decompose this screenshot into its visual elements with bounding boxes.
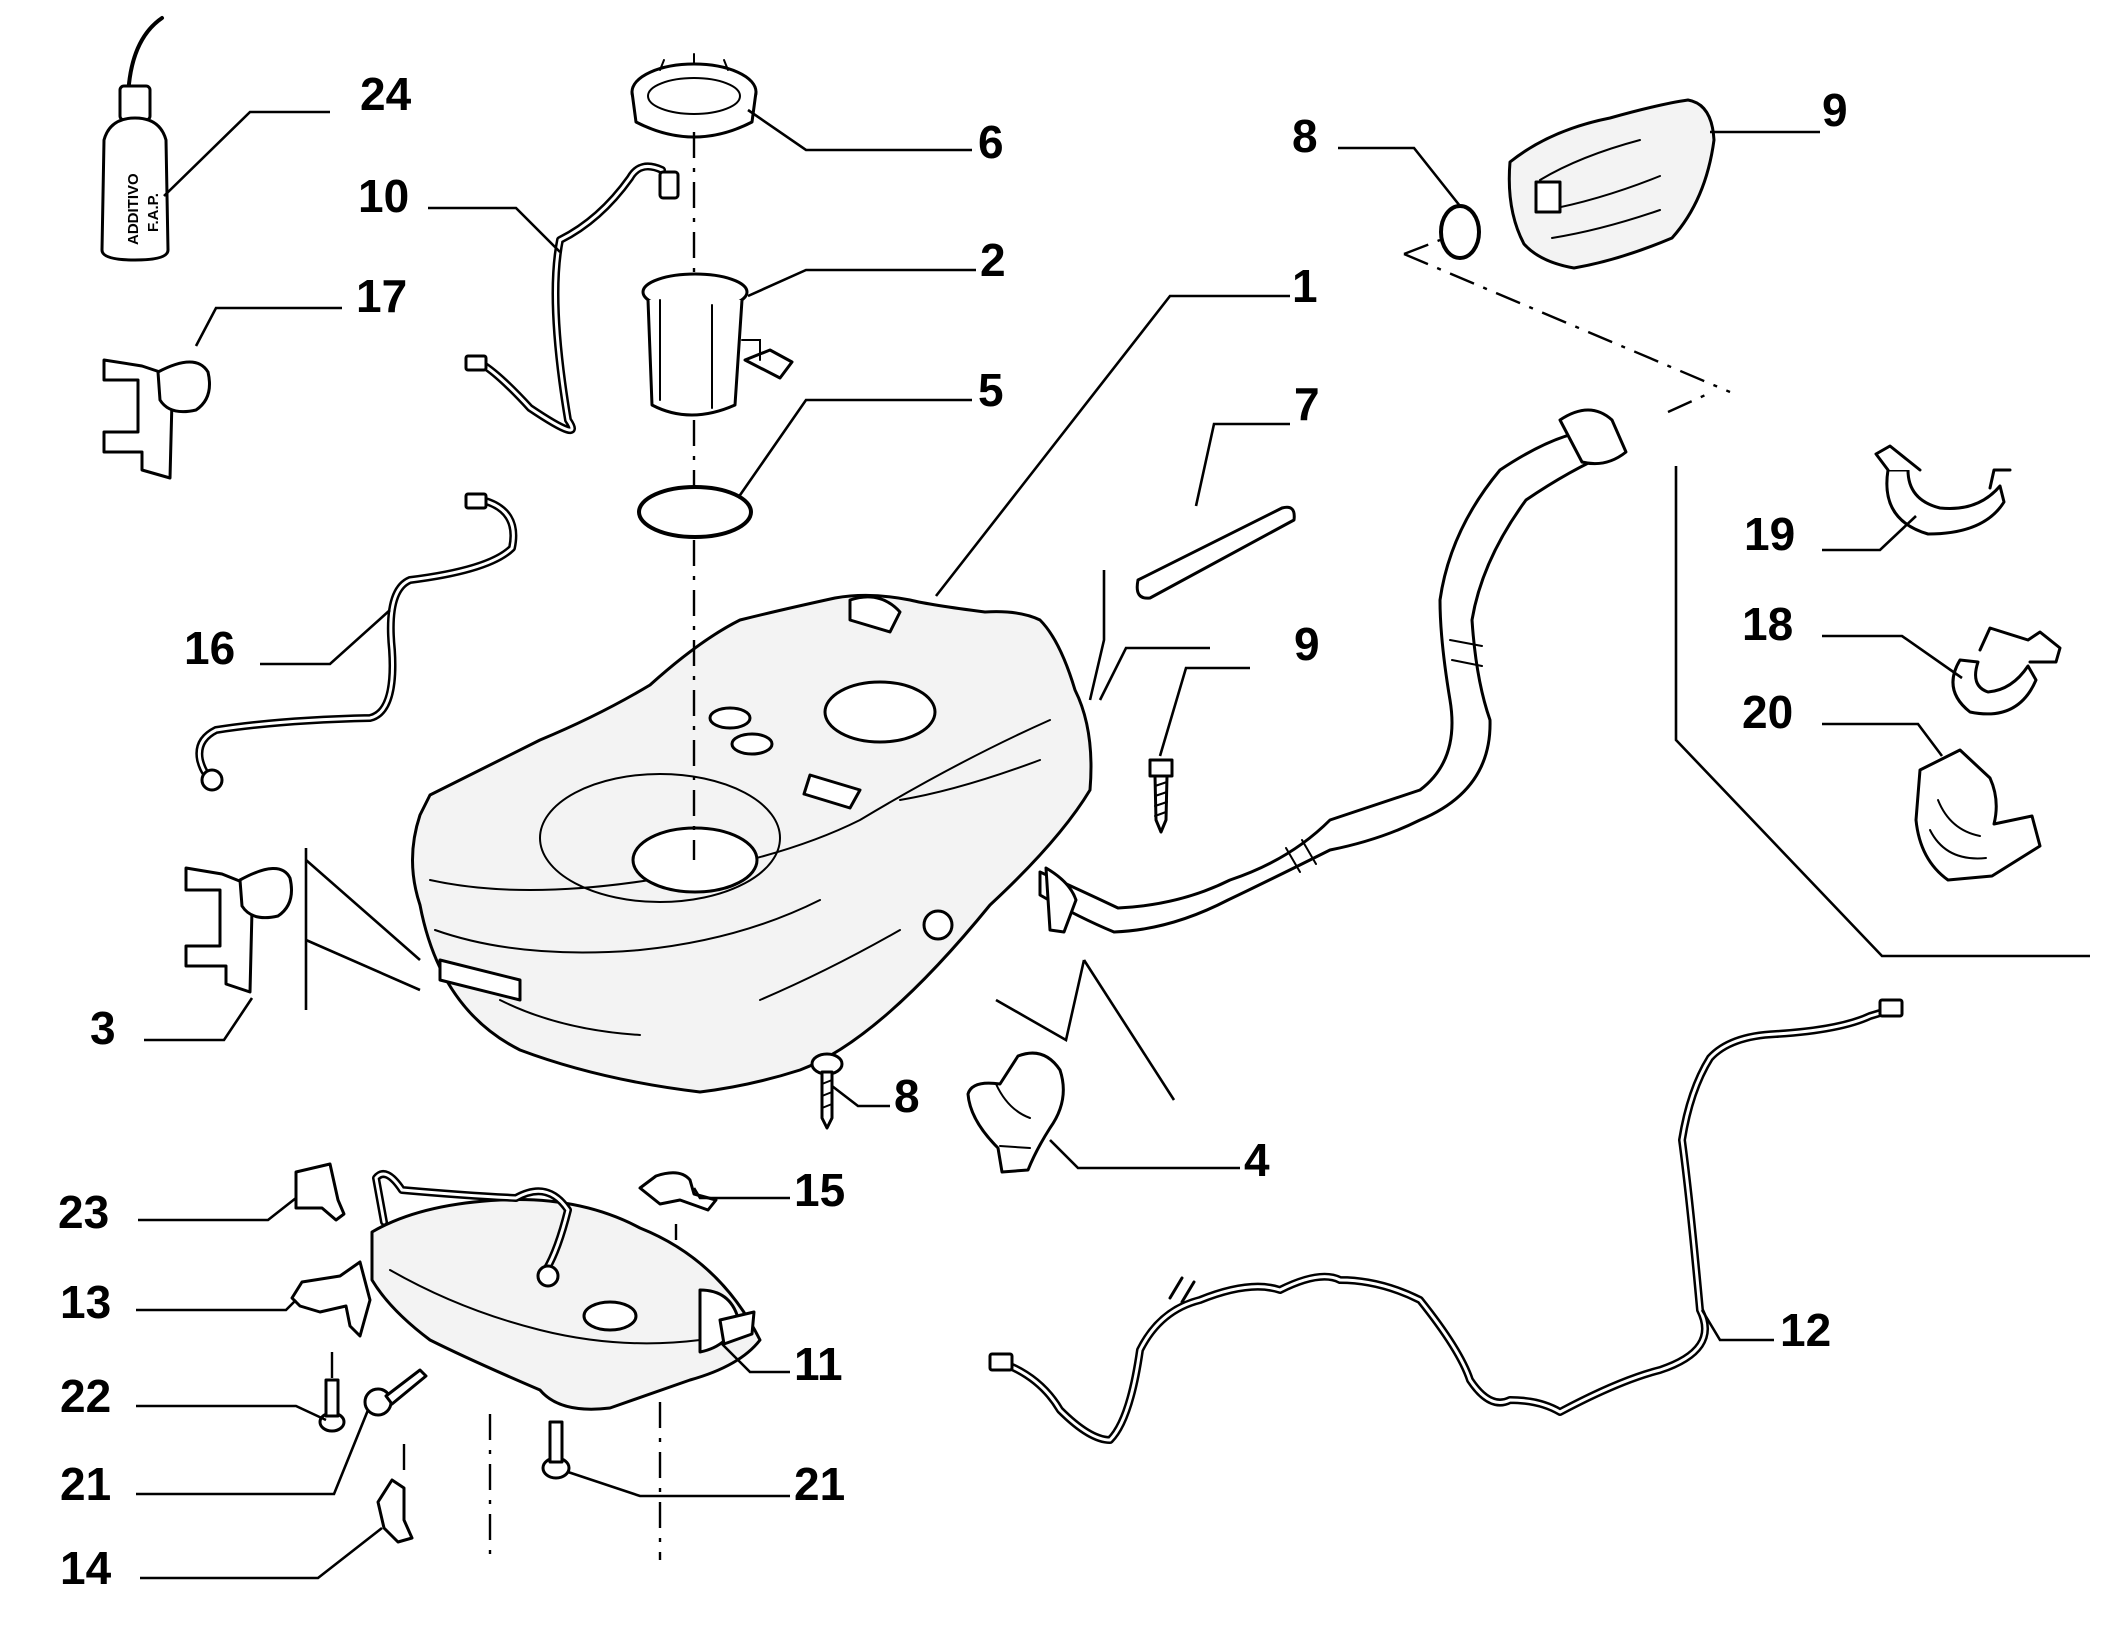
connector-lines bbox=[304, 466, 2090, 1101]
part-2-fuel-pump-module bbox=[641, 272, 794, 417]
part-20-clip bbox=[1914, 748, 2042, 882]
assembly-dash-lines bbox=[330, 132, 1731, 1560]
callout-17: 17 bbox=[356, 270, 407, 322]
callout-12: 12 bbox=[1780, 1304, 1831, 1356]
callout-22: 22 bbox=[60, 1370, 111, 1422]
callout-16: 16 bbox=[184, 622, 235, 674]
part-1-fuel-tank bbox=[411, 593, 1093, 1094]
callout-20: 20 bbox=[1742, 686, 1793, 738]
part-24-additive-bottle: ADDITIVO F.A.P. bbox=[100, 16, 170, 262]
callout-2: 2 bbox=[980, 234, 1006, 286]
part-4-grommet bbox=[966, 1051, 1065, 1174]
part-6-lock-ring bbox=[630, 53, 758, 139]
part-22-bolt bbox=[318, 1378, 346, 1433]
part-9-filler-housing bbox=[1507, 98, 1716, 270]
callout-8-bottom: 8 bbox=[894, 1070, 920, 1122]
callout-1: 1 bbox=[1292, 260, 1318, 312]
callout-23: 23 bbox=[58, 1186, 109, 1238]
part-23-bracket bbox=[294, 1162, 346, 1222]
callout-21-right: 21 bbox=[794, 1458, 845, 1510]
part-19-clip bbox=[1874, 444, 2012, 536]
part-8-bolt bbox=[810, 1052, 844, 1130]
callout-15: 15 bbox=[794, 1164, 845, 1216]
callout-7: 7 bbox=[1294, 378, 1320, 430]
filler-neck bbox=[1038, 408, 1628, 934]
part-11-canister-assembly bbox=[370, 1170, 762, 1411]
callout-19: 19 bbox=[1744, 508, 1795, 560]
part-3-bracket bbox=[184, 866, 293, 994]
part-18-clip bbox=[1951, 626, 2062, 716]
part-9-screw bbox=[1148, 758, 1174, 834]
bottle-label-line2: F.A.P. bbox=[145, 193, 162, 232]
part-5-o-ring bbox=[637, 485, 753, 539]
callout-labels: 24 6 10 2 17 5 1 8 9 7 9 16 19 18 20 3 8… bbox=[58, 68, 1848, 1594]
callout-24: 24 bbox=[360, 68, 412, 120]
part-10-pump-harness bbox=[464, 162, 680, 434]
part-21-bolt-b bbox=[541, 1420, 571, 1480]
part-12-harness bbox=[988, 998, 1904, 1444]
part-13-bracket bbox=[290, 1260, 372, 1338]
leader-lines bbox=[136, 108, 1963, 1580]
bottle-label-line1: ADDITIVO bbox=[125, 173, 142, 245]
callout-9-top: 9 bbox=[1822, 84, 1848, 136]
part-15-clip bbox=[638, 1171, 718, 1212]
callout-8-top: 8 bbox=[1292, 110, 1318, 162]
part-8-seal-ring bbox=[1439, 204, 1481, 260]
callout-10: 10 bbox=[358, 170, 409, 222]
callout-6: 6 bbox=[978, 116, 1004, 168]
callout-5: 5 bbox=[978, 364, 1004, 416]
part-21-bolt-a bbox=[363, 1368, 428, 1417]
callout-4: 4 bbox=[1244, 1134, 1270, 1186]
callout-14: 14 bbox=[60, 1542, 112, 1594]
callout-18: 18 bbox=[1742, 598, 1793, 650]
callout-21-left: 21 bbox=[60, 1458, 111, 1510]
part-16-sensor-harness bbox=[195, 492, 518, 792]
callout-11: 11 bbox=[794, 1338, 843, 1390]
callout-3: 3 bbox=[90, 1002, 116, 1054]
part-14-bracket bbox=[376, 1478, 414, 1544]
callout-13: 13 bbox=[60, 1276, 111, 1328]
part-7-strap bbox=[1135, 505, 1296, 600]
callout-9-mid: 9 bbox=[1294, 618, 1320, 670]
part-17-bracket bbox=[102, 358, 211, 480]
